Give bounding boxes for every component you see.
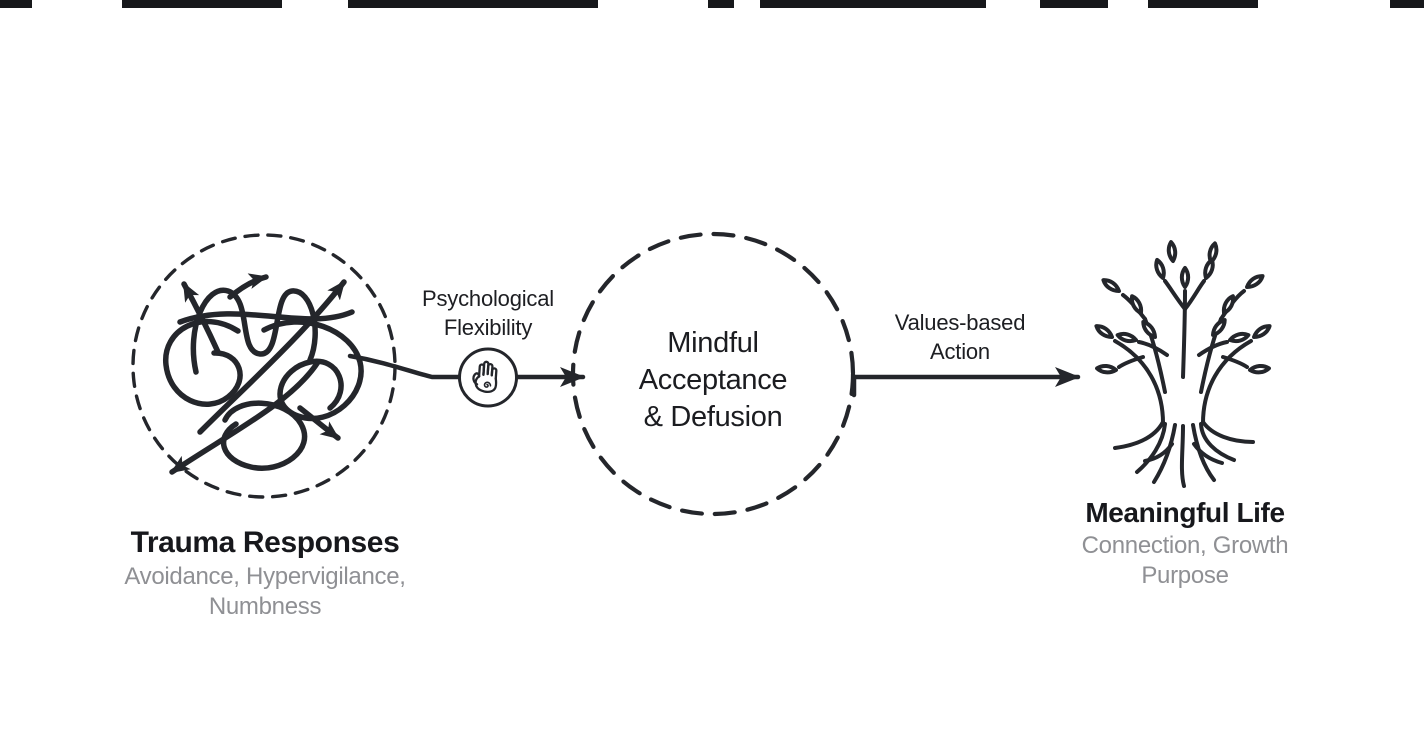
cropped-top-artifact [1390,0,1424,8]
values-based-line1: Values-based [894,310,1026,335]
cropped-top-artifact [1040,0,1108,8]
psychological-flexibility-label: Psychological Flexibility [358,284,618,342]
meaningful-life-title: Meaningful Life [1085,497,1285,528]
psychological-flexibility-line2: Flexibility [443,315,533,340]
tree-of-life-icon [1092,239,1274,488]
outward-arrow-down-right [297,405,341,441]
arrow-psychological-flexibility [347,353,586,387]
trauma-responses-subtitle: Avoidance, Hypervigilance, Numbness [85,562,445,622]
psychological-flexibility-line1: Psychological [422,286,554,311]
cropped-top-artifact [122,0,282,8]
mindful-line1: Mindful [667,327,759,359]
values-based-line2: Action [930,339,990,364]
life-subtitle-line1: Connection, Growth [1081,532,1289,559]
cropped-top-artifact [1148,0,1258,8]
outward-arrow-down-left [169,359,321,475]
mindful-line2: Acceptance [638,364,788,396]
values-based-action-label: Values-based Action [830,308,1090,366]
trauma-subtitle-line1: Avoidance, Hypervigilance, [124,563,406,590]
hand-spiral-icon [458,347,518,408]
dashed-circle-mindful [570,231,856,517]
meaningful-life-subtitle: Connection, Growth Purpose [1005,531,1365,591]
arrow-values-based-action [851,367,1081,398]
tangled-scribble-icon [163,273,364,475]
cropped-top-artifact [708,0,734,8]
trauma-subtitle-line2: Numbness [208,593,322,620]
cropped-top-artifact [0,0,32,8]
cropped-top-artifact [348,0,598,8]
outward-arrow-up-right [197,279,347,435]
mindful-line3: & Defusion [643,401,783,433]
cropped-top-artifact [760,0,986,8]
mindful-acceptance-label: Mindful Acceptance & Defusion [583,325,843,436]
trauma-responses-title: Trauma Responses [130,526,400,559]
life-subtitle-line2: Purpose [1141,562,1229,589]
outward-arrow-top [227,273,269,300]
outward-arrow-up-left [181,281,221,355]
